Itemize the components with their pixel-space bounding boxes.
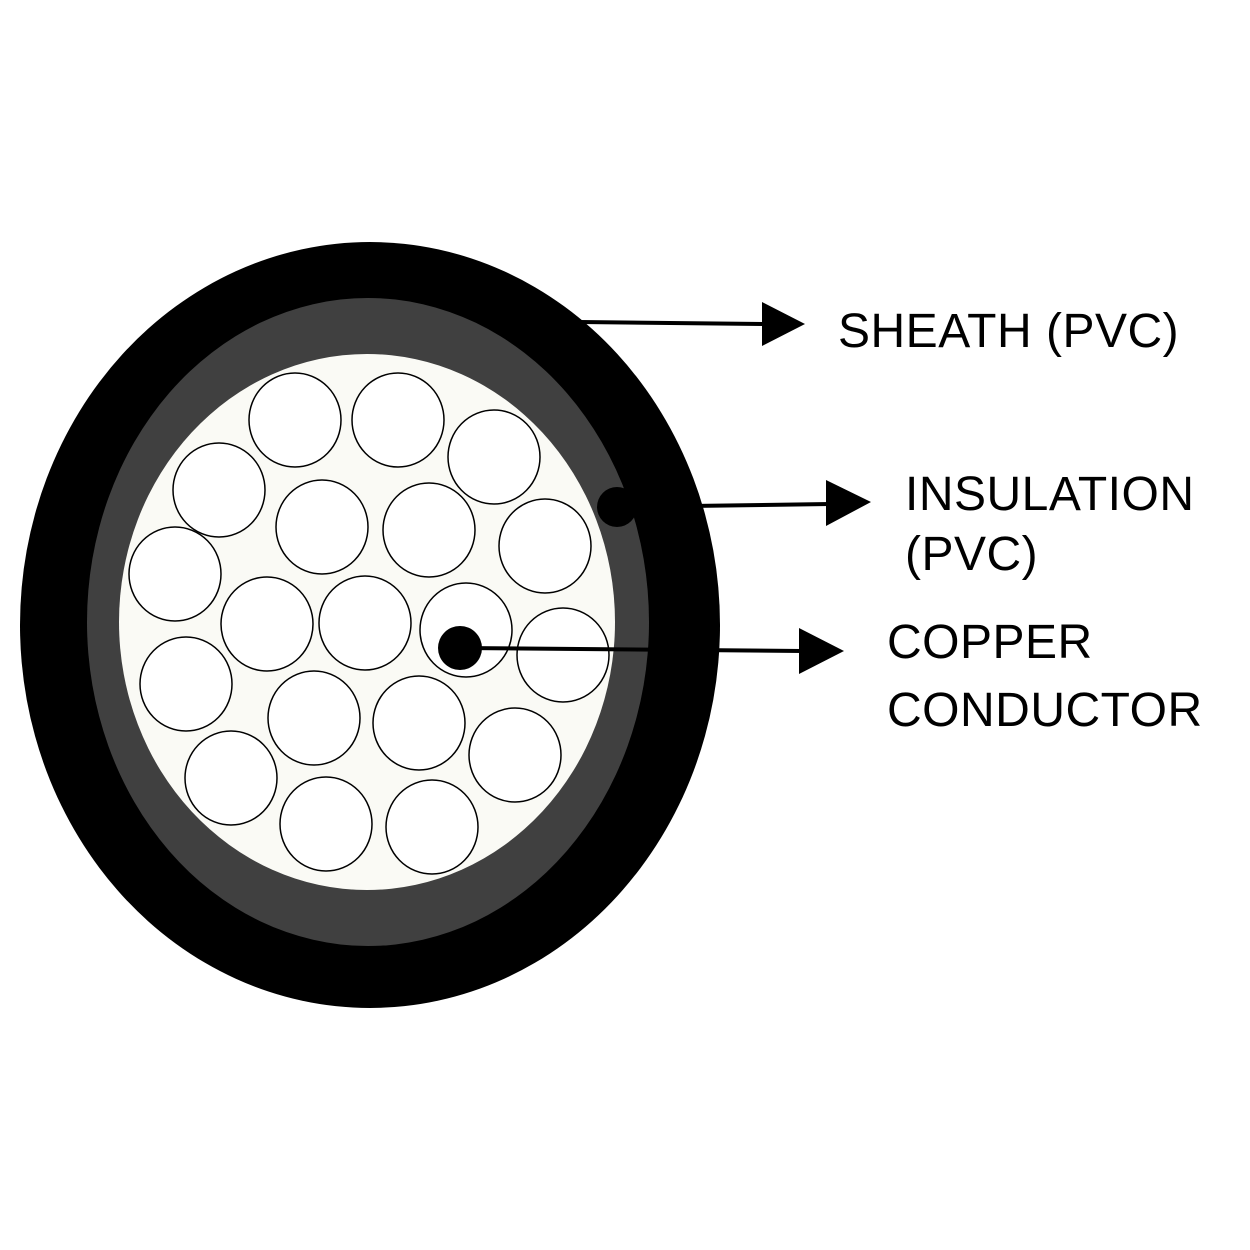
copper-strand — [139, 636, 233, 732]
sheath-arrow — [762, 302, 805, 346]
copper-strand — [516, 607, 610, 703]
sheath-label: SHEATH (PVC) — [838, 305, 1179, 358]
copper-strand — [372, 675, 466, 771]
copper-strand — [128, 526, 222, 622]
conductor-callout: COPPER CONDUCTOR — [438, 616, 1203, 737]
copper-strand — [279, 776, 373, 872]
insulation-label-line1: INSULATION — [905, 468, 1194, 521]
insulation-arrow — [826, 480, 871, 526]
copper-strand — [382, 482, 476, 578]
conductor-label-line1: COPPER — [887, 616, 1093, 669]
copper-strand — [248, 372, 342, 468]
insulation-label-line2: (PVC) — [905, 528, 1038, 581]
copper-strand — [468, 707, 562, 803]
copper-strand — [318, 575, 412, 671]
copper-strand — [267, 670, 361, 766]
copper-strand — [275, 479, 369, 575]
copper-strand — [172, 442, 266, 538]
insulation-leader-line — [616, 502, 831, 509]
conductor-label-line2: CONDUCTOR — [887, 684, 1203, 737]
insulation-callout: INSULATION (PVC) — [597, 468, 1194, 581]
copper-strand — [385, 779, 479, 875]
copper-strand — [498, 498, 592, 594]
copper-strands — [128, 372, 610, 875]
conductor-leader-line — [459, 646, 803, 653]
sheath-leader-line — [579, 320, 765, 326]
sheath-callout: SHEATH (PVC) — [579, 302, 1179, 358]
copper-strand — [184, 730, 278, 826]
copper-strand — [447, 409, 541, 505]
copper-strand — [351, 372, 445, 468]
copper-strand — [220, 576, 314, 672]
conductor-arrow — [799, 628, 844, 674]
